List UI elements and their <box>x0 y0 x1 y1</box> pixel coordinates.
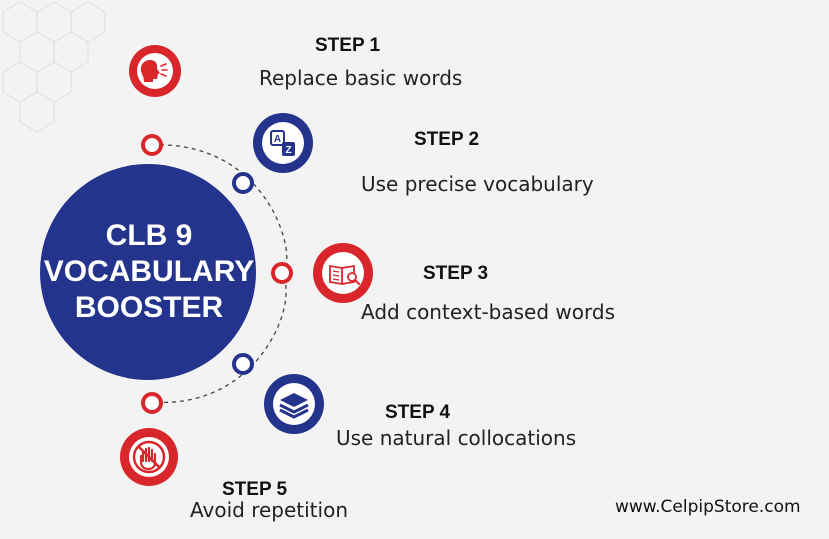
step-5-description: Avoid repetition <box>190 498 348 522</box>
step-1-label: STEP 1 <box>315 35 381 56</box>
connector-dot-red-2 <box>271 262 293 284</box>
no-hand-icon <box>120 428 178 486</box>
step-4-description: Use natural collocations <box>336 426 577 450</box>
connector-arc <box>151 144 288 403</box>
step-5-label: STEP 5 <box>222 479 288 500</box>
main-title: CLB 9 VOCABULARY BOOSTER <box>43 219 255 324</box>
speaking-head-icon <box>129 45 181 97</box>
main-circle <box>40 164 256 380</box>
connector-dot-blue-1 <box>232 172 254 194</box>
step-4-label: STEP 4 <box>385 402 451 423</box>
step-2-label: STEP 2 <box>414 129 480 150</box>
step-3-label: STEP 3 <box>423 263 489 284</box>
connector-dot-red-3 <box>141 392 163 414</box>
connector-dots <box>141 134 293 414</box>
connector-dot-blue-2 <box>232 353 254 375</box>
connector-dot-red-1 <box>141 134 163 156</box>
a-to-z-translate-icon: A Z <box>253 113 313 173</box>
svg-text:Z: Z <box>285 145 291 156</box>
step-3-description: Add context-based words <box>361 300 615 324</box>
stacked-layers-icon <box>264 374 324 434</box>
svg-text:A: A <box>274 134 281 145</box>
step-1-description: Replace basic words <box>259 66 463 90</box>
step-2-description: Use precise vocabulary <box>361 172 594 196</box>
website-url: www.CelpipStore.com <box>615 497 801 517</box>
hex-pattern-decoration <box>2 1 106 133</box>
book-search-icon <box>313 243 373 303</box>
